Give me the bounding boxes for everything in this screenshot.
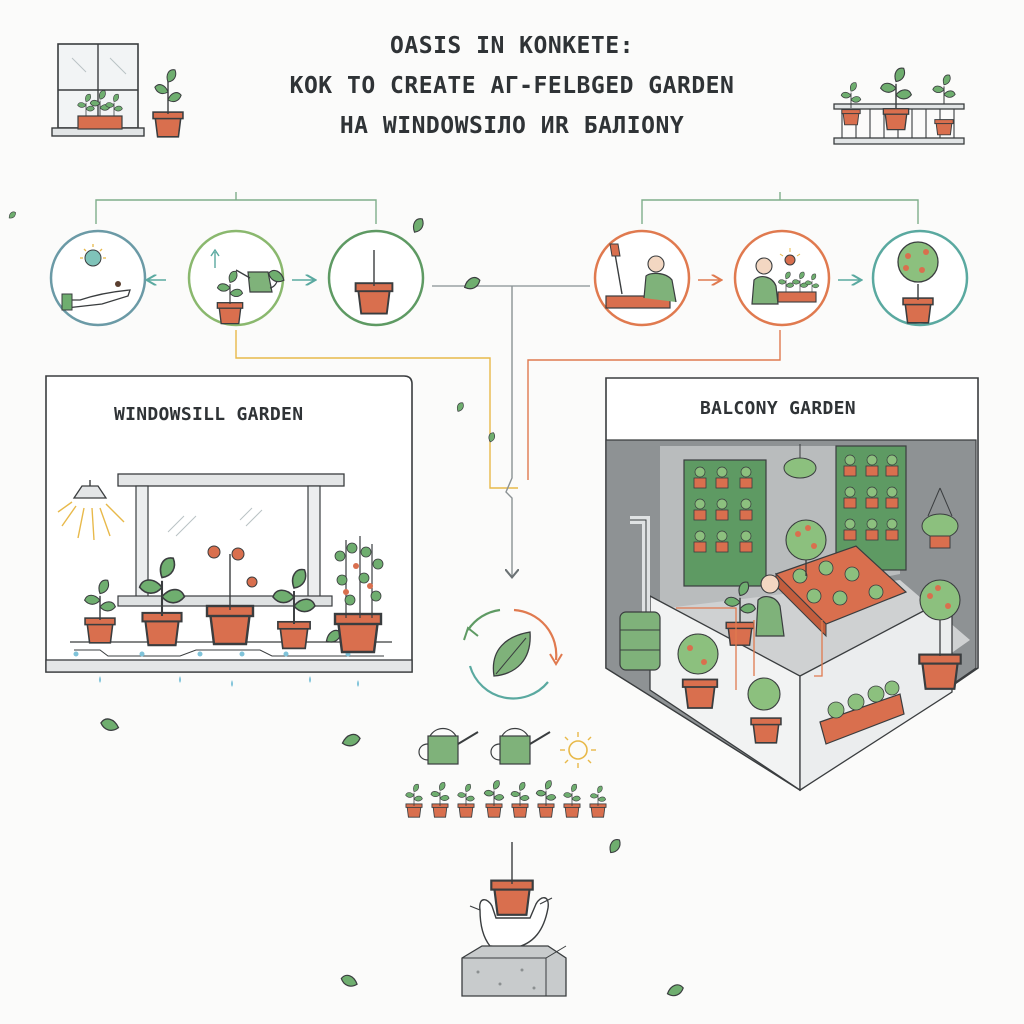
balcony-panel <box>605 377 979 792</box>
flow-brackets <box>95 192 919 576</box>
left-step-1 <box>7 210 147 327</box>
potted-plant-icon <box>152 67 184 138</box>
hand-holding-plant-icon <box>339 836 686 999</box>
windowsill-garden-label: WINDOWSILL GARDEN <box>114 404 304 425</box>
balcony-railing-icon <box>833 66 965 145</box>
right-step-1 <box>454 229 691 444</box>
watering-can-icon <box>490 727 551 765</box>
title-line-2: KOK TO CREATE AГ-FELBGED GARDEN <box>289 73 735 99</box>
window-icon <box>51 43 145 137</box>
right-step-3 <box>871 229 969 327</box>
cycle-leaf-icon <box>463 608 563 700</box>
windowsill-panel <box>45 375 413 749</box>
right-step-2 <box>733 229 831 327</box>
title-line-1: OASIS IN KONKETE: <box>390 33 634 59</box>
left-step-3 <box>266 215 483 327</box>
left-step-2 <box>187 229 285 327</box>
title-line-3: НА WINDOWSIЛO ИR БАЛIONY <box>339 113 685 139</box>
seedling-row <box>406 779 607 818</box>
balcony-garden-label: BALCONY GARDEN <box>700 398 856 419</box>
sun-icon <box>560 732 596 768</box>
watering-can-icon <box>418 727 479 765</box>
